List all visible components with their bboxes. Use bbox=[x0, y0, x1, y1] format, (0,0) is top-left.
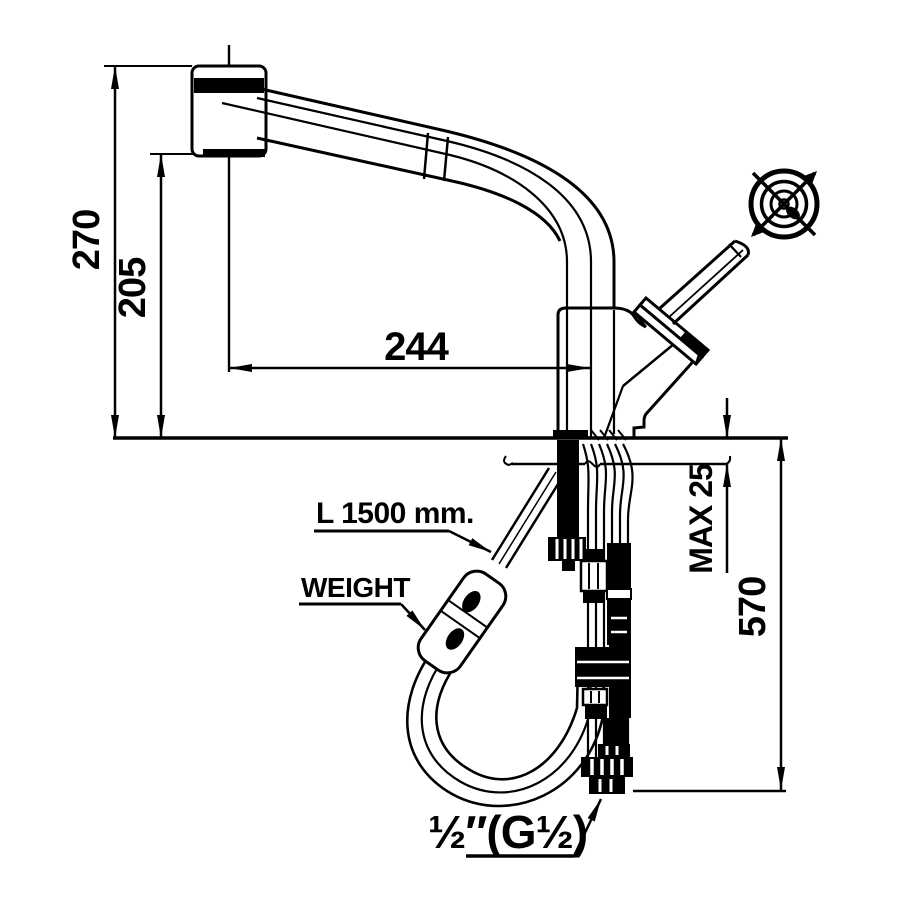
handle-top-view-symbol bbox=[748, 168, 820, 240]
hose-fittings bbox=[575, 543, 786, 794]
connection-nut bbox=[581, 757, 633, 794]
rotation-arrowhead bbox=[804, 171, 817, 184]
base-seal bbox=[553, 430, 588, 439]
dimension-270-value: 270 bbox=[66, 210, 108, 270]
faucet-body bbox=[553, 306, 701, 441]
dimension-570-value: 570 bbox=[732, 577, 774, 637]
dimension-205-value: 205 bbox=[112, 257, 154, 318]
dimension-570: 570 bbox=[732, 438, 785, 790]
hose-loop bbox=[420, 657, 593, 794]
pullout-hose bbox=[406, 467, 606, 808]
dimension-max25-value: MAX 25 bbox=[683, 464, 719, 574]
connection-size-text: ½″(G½) bbox=[428, 806, 587, 858]
hose-length-label: L 1500 mm. bbox=[314, 497, 492, 554]
handle-lever bbox=[631, 239, 750, 367]
spout-tube bbox=[221, 86, 616, 310]
dimension-205: 205 bbox=[112, 154, 165, 438]
dimension-244-value: 244 bbox=[384, 325, 449, 369]
countertop bbox=[113, 436, 788, 468]
spray-head bbox=[104, 45, 268, 372]
dimension-244: 244 bbox=[229, 325, 590, 372]
rotation-arrowhead bbox=[751, 224, 764, 237]
hose-length-text: L 1500 mm. bbox=[316, 497, 474, 530]
hose-loop bbox=[435, 663, 580, 781]
weight-text: WEIGHT bbox=[301, 572, 410, 603]
connection-size-label: ½″(G½) bbox=[428, 798, 603, 858]
supply-hoses bbox=[581, 443, 634, 762]
spout-joint-line bbox=[422, 132, 430, 180]
hose-weight bbox=[416, 569, 508, 675]
mounting-shank bbox=[548, 440, 586, 571]
spout-joint-line bbox=[442, 136, 450, 182]
dimension-max25: MAX 25 bbox=[683, 398, 731, 574]
weight-label: WEIGHT bbox=[299, 572, 426, 631]
dimension-270: 270 bbox=[66, 66, 119, 438]
